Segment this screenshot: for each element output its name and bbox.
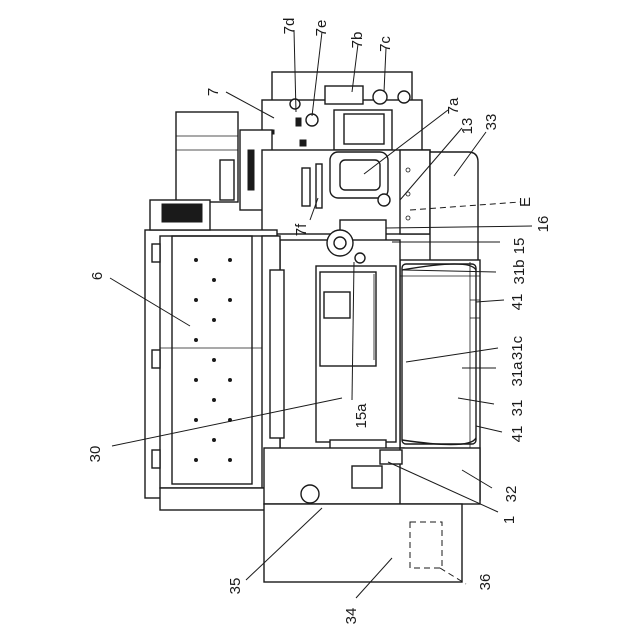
- label-1: 1: [501, 516, 518, 524]
- label-7f: 7f: [293, 223, 310, 236]
- label-31b: 31b: [511, 259, 528, 284]
- label-7: 7: [205, 88, 222, 96]
- label-41-lower: 41: [509, 426, 526, 443]
- label-E: E: [517, 197, 534, 207]
- label-33: 33: [483, 114, 500, 131]
- label-34: 34: [343, 608, 360, 625]
- label-7d: 7d: [281, 18, 298, 35]
- label-7e: 7e: [313, 20, 330, 37]
- label-32: 32: [503, 486, 520, 503]
- upper-unit-7: [262, 72, 422, 160]
- control-panel-13: [262, 150, 430, 244]
- label-31: 31: [509, 400, 526, 417]
- label-13: 13: [459, 118, 476, 135]
- label-6: 6: [89, 272, 106, 280]
- label-35: 35: [227, 578, 244, 595]
- label-15a: 15a: [353, 403, 370, 429]
- label-31a: 31a: [509, 361, 526, 387]
- central-unit-30: [280, 230, 400, 482]
- label-36: 36: [477, 574, 494, 591]
- label-16: 16: [535, 216, 552, 233]
- label-7b: 7b: [349, 32, 366, 49]
- label-7a: 7a: [445, 97, 462, 114]
- label-41-upper: 41: [509, 294, 526, 311]
- label-30: 30: [87, 446, 104, 463]
- tank-6: [145, 200, 284, 498]
- label-15: 15: [511, 238, 528, 255]
- label-7c: 7c: [377, 36, 394, 52]
- label-31c: 31c: [509, 335, 526, 360]
